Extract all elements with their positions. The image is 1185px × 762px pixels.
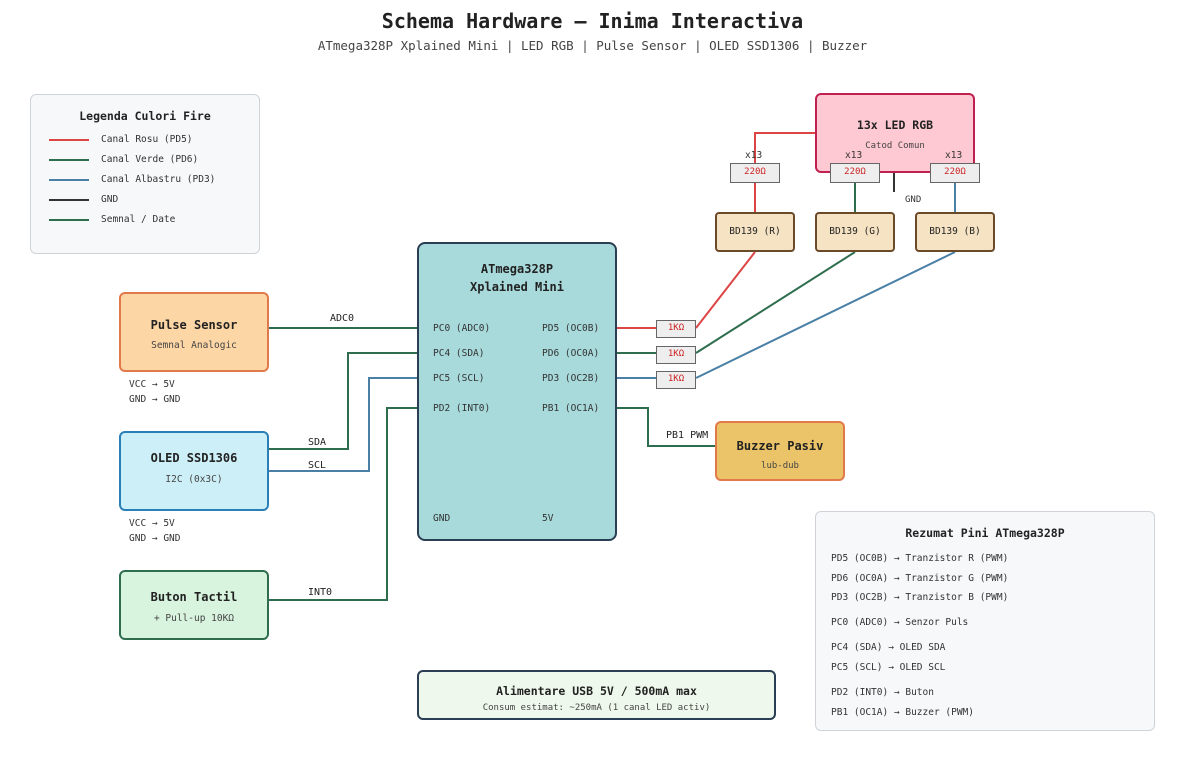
count-label-b: x13 [945,150,963,161]
mcu-pin-pb1: PB1 (OC1A) [542,403,600,414]
legend-swatch-signal [49,219,89,221]
wire-label-pb1: PB1 PWM [666,430,709,441]
pulse-vcc: VCC → 5V [129,379,175,390]
wire-label-adc0: ADC0 [330,313,355,324]
legend-swatch-blue [49,179,89,181]
transistor-g[interactable]: BD139 (G) [815,212,895,252]
pulse-sensor-desc: Semnal Analogic [151,340,237,351]
summary-item: PC5 (SCL) → OLED SCL [831,662,946,673]
pin-summary-panel: Rezumat Pini ATmega328P PD5 (OC0B) → Tra… [815,511,1155,731]
transistor-b[interactable]: BD139 (B) [915,212,995,252]
oled-desc: I2C (0x3C) [165,474,223,485]
mcu-pin-pd2: PD2 (INT0) [433,403,491,414]
legend-swatch-green [49,159,89,161]
oled-box[interactable]: OLED SSD1306 I2C (0x3C) [119,431,269,511]
pulse-sensor-name: Pulse Sensor [150,318,238,332]
button-name: Buton Tactil [150,590,238,604]
button-desc: + Pull-up 10KΩ [153,613,235,624]
legend-label: Canal Rosu (PD5) [101,134,193,145]
legend-swatch-red [49,139,89,141]
legend-panel: Legenda Culori Fire Canal Rosu (PD5) Can… [30,94,260,254]
mcu-board[interactable]: ATmega328P Xplained Mini [417,242,617,541]
buzzer-desc: lub-dub [761,461,799,471]
power-box: Alimentare USB 5V / 500mA max Consum est… [417,670,776,720]
page-title: Schema Hardware — Inima Interactiva [381,9,804,33]
mcu-pin-pc4: PC4 (SDA) [433,348,485,359]
mcu-pin-pd6: PD6 (OC0A) [542,348,600,359]
button-box[interactable]: Buton Tactil + Pull-up 10KΩ [119,570,269,640]
count-label-r: x13 [745,150,763,161]
wire-int0 [268,407,418,601]
pulse-sensor-box[interactable]: Pulse Sensor Semnal Analogic [119,292,269,372]
wire-pd3-base [695,251,956,379]
wire-label-scl: SCL [308,460,327,471]
power-desc: Consum estimat: ~250mA (1 canal LED acti… [482,703,711,713]
wire-pd5-base [695,251,756,329]
resistor-1k-g: 1KΩ [656,346,696,364]
legend-label: Canal Verde (PD6) [101,154,199,165]
resistor-220-g: 220Ω [830,163,880,183]
mcu-pin-pd5: PD5 (OC0B) [542,323,600,334]
wire-r-led [754,132,816,163]
legend-title: Legenda Culori Fire [79,109,211,123]
summary-item: PD3 (OC2B) → Tranzistor B (PWM) [831,592,1009,603]
pulse-gnd: GND → GND [129,394,181,405]
page-subtitle: ATmega328P Xplained Mini | LED RGB | Pul… [317,38,868,53]
transistor-r[interactable]: BD139 (R) [715,212,795,252]
wire-pd6-base [695,251,856,354]
buzzer-box[interactable]: Buzzer Pasiv lub-dub [715,421,845,481]
legend-label: Semnal / Date [101,214,176,225]
mcu-name-2: Xplained Mini [470,280,564,294]
summary-item: PD2 (INT0) → Buton [831,687,934,698]
mcu-name-1: ATmega328P [480,262,554,276]
legend-label: GND [101,194,119,205]
summary-title: Rezumat Pini ATmega328P [905,526,1065,540]
oled-vcc: VCC → 5V [129,518,175,529]
resistor-220-b: 220Ω [930,163,980,183]
led-rgb-box[interactable]: 13x LED RGB Catod Comun [815,93,975,173]
wire-sda [268,352,418,450]
led-name: 13x LED RGB [856,118,934,132]
oled-name: OLED SSD1306 [150,451,238,465]
wire-label-sda: SDA [308,437,327,448]
legend-swatch-gnd [49,199,89,201]
summary-item: PB1 (OC1A) → Buzzer (PWM) [831,707,974,718]
legend-label: Canal Albastru (PD3) [101,174,216,185]
summary-item: PD6 (OC0A) → Tranzistor G (PWM) [831,573,1009,584]
wire-label-int0: INT0 [308,587,333,598]
wire-pb1 [616,407,716,447]
oled-gnd: GND → GND [129,533,181,544]
buzzer-name: Buzzer Pasiv [736,439,824,453]
wire-scl [268,377,418,472]
summary-item: PD5 (OC0B) → Tranzistor R (PWM) [831,553,1009,564]
resistor-1k-r: 1KΩ [656,320,696,338]
mcu-pin-gnd: GND [433,513,451,524]
summary-item: PC0 (ADC0) → Senzor Puls [831,617,969,628]
summary-item: PC4 (SDA) → OLED SDA [831,642,946,653]
led-gnd-label: GND [905,195,922,205]
power-title: Alimentare USB 5V / 500mA max [496,684,697,698]
led-desc: Catod Comun [865,141,925,151]
mcu-pin-pc5: PC5 (SCL) [433,373,485,384]
resistor-1k-b: 1KΩ [656,371,696,389]
mcu-pin-pc0: PC0 (ADC0) [433,323,491,334]
mcu-pin-5v: 5V [542,513,554,524]
resistor-220-r: 220Ω [730,163,780,183]
mcu-pin-pd3: PD3 (OC2B) [542,373,600,384]
count-label-g: x13 [845,150,863,161]
